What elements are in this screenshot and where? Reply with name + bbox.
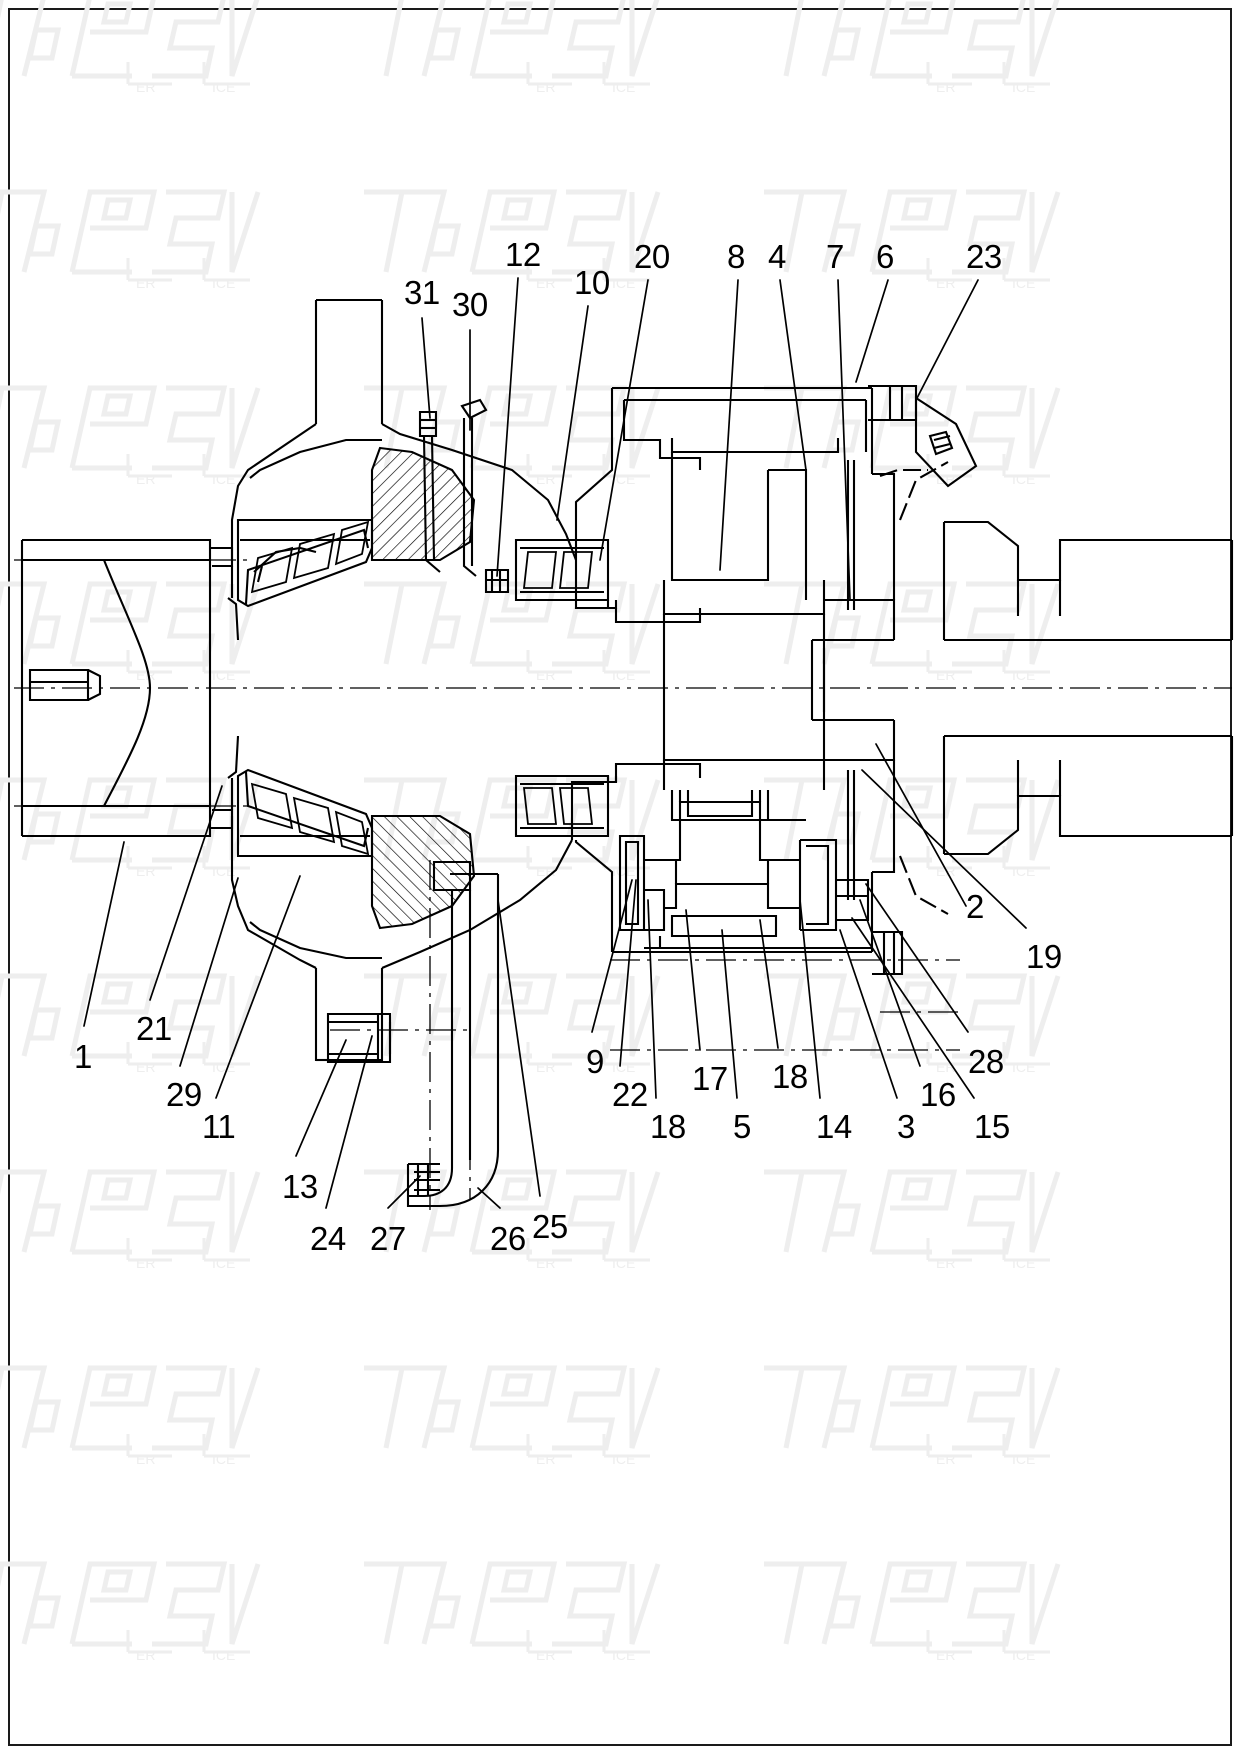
leader-line bbox=[855, 279, 889, 383]
callout-label-30: 30 bbox=[452, 286, 488, 323]
callout-label-2: 2 bbox=[966, 888, 984, 925]
callout-label-26: 26 bbox=[490, 1220, 526, 1257]
callout-label-3: 3 bbox=[897, 1108, 915, 1145]
callout-label-13: 13 bbox=[282, 1168, 318, 1205]
callout-label-6: 6 bbox=[876, 238, 894, 275]
callout-label-21: 21 bbox=[136, 1010, 172, 1047]
callout-label-18: 18 bbox=[772, 1058, 808, 1095]
callout-label-19: 19 bbox=[1026, 938, 1062, 975]
callout-label-4: 4 bbox=[768, 238, 786, 275]
callout-label-31: 31 bbox=[404, 274, 440, 311]
leader-line bbox=[685, 909, 701, 1051]
leader-line bbox=[839, 929, 898, 1099]
callout-label-15: 15 bbox=[974, 1108, 1010, 1145]
callout-label-16: 16 bbox=[920, 1076, 956, 1113]
callout-label-7: 7 bbox=[826, 238, 844, 275]
callout-label-18: 18 bbox=[650, 1108, 686, 1145]
leader-line bbox=[721, 929, 738, 1099]
callout-label-14: 14 bbox=[816, 1108, 852, 1145]
callout-label-25: 25 bbox=[532, 1208, 568, 1245]
leader-line bbox=[915, 279, 979, 401]
leader-line bbox=[719, 279, 739, 571]
callout-label-20: 20 bbox=[634, 238, 670, 275]
leader-line bbox=[295, 1039, 347, 1157]
callout-label-5: 5 bbox=[733, 1108, 751, 1145]
callout-label-11: 11 bbox=[202, 1108, 236, 1145]
callout-label-23: 23 bbox=[966, 238, 1002, 275]
callout-label-1: 1 bbox=[74, 1038, 92, 1075]
callout-label-8: 8 bbox=[727, 238, 745, 275]
callout-label-24: 24 bbox=[310, 1220, 346, 1257]
callout-label-29: 29 bbox=[166, 1076, 202, 1113]
callout-label-28: 28 bbox=[968, 1043, 1004, 1080]
callout-label-12: 12 bbox=[505, 236, 541, 273]
callout-label-17: 17 bbox=[692, 1060, 728, 1097]
callout-label-27: 27 bbox=[370, 1220, 406, 1257]
callout-label-10: 10 bbox=[574, 264, 610, 301]
callout-label-9: 9 bbox=[586, 1043, 604, 1080]
leader-line bbox=[325, 1035, 373, 1209]
callout-label-22: 22 bbox=[612, 1076, 648, 1113]
